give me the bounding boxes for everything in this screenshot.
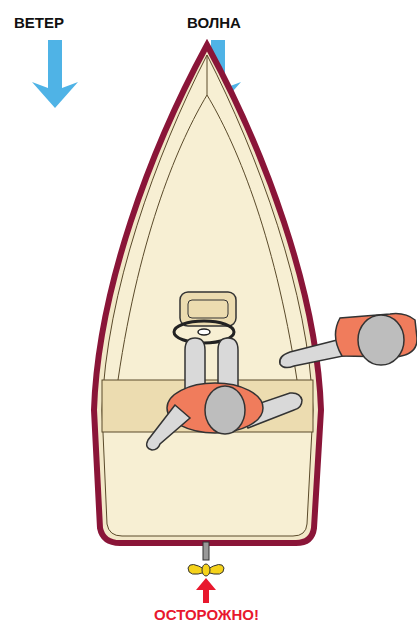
- text-label: ОСТОРОЖНО!: [154, 606, 259, 623]
- boat-hull: [94, 45, 321, 543]
- person-in-water: [280, 314, 417, 368]
- boat-deck: [102, 55, 313, 536]
- console-seat: [188, 300, 228, 318]
- wind-arrow: [32, 40, 78, 108]
- steering-wheel: [198, 329, 210, 335]
- warning-arrow: [196, 578, 216, 603]
- driver: [147, 338, 302, 450]
- text-label: ВОЛНА: [187, 14, 241, 31]
- text-label: ВЕТЕР: [14, 14, 64, 31]
- propeller: [188, 542, 224, 576]
- deck-line: [118, 55, 297, 380]
